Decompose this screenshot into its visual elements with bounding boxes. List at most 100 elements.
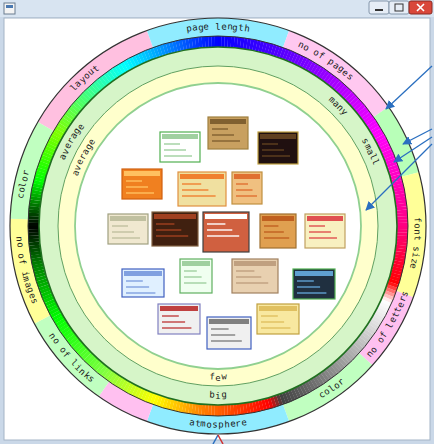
leader-line [403,129,432,144]
thumbnail-line [164,155,192,157]
leader-line [386,66,432,109]
page-thumbnail [180,259,212,293]
thumbnail-line [126,192,154,194]
thumbnail-frame [178,172,226,206]
thumbnail-frame [180,259,212,293]
label-char: b [209,391,215,400]
page-thumbnail [305,214,345,248]
color-ring [211,36,215,47]
label-char: o [206,420,212,429]
label-char: l [215,23,220,32]
label-char: e [408,263,418,270]
thumbnail-frame [305,214,345,248]
thumbnail-line [112,237,140,239]
label-char [209,23,215,32]
thumbnail-line [236,183,248,185]
page-thumbnail [158,304,200,334]
thumbnail-header [110,216,146,221]
thumbnail-line [236,270,254,272]
page-thumbnail [108,214,148,244]
thumbnails [108,117,345,349]
page-thumbnail [260,214,296,248]
thumbnail-line [211,328,229,330]
color-ring [397,226,408,229]
thumbnail-header [295,271,333,276]
label-char: n [227,23,233,32]
title-bar [0,0,434,17]
close-button [409,1,432,14]
maximize-glyph [395,4,403,11]
label-char: g [221,391,227,400]
thumbnail-frame [122,269,164,297]
rings [10,18,426,434]
thumbnail-frame [293,269,335,299]
color-ring [28,229,39,233]
thumbnail-header [307,216,343,221]
thumbnail-line [236,282,268,284]
thumbnail-frame [258,132,298,164]
thumbnail-line [207,235,239,237]
pointer [218,435,223,444]
thumbnail-line [156,223,174,225]
thumbnail-line [236,189,253,191]
thumbnail-header [210,119,246,124]
thumbnail-header [154,214,196,219]
label-char: p [186,24,193,34]
thumbnail-frame [108,214,148,244]
scale-band [39,47,397,405]
thumbnail-line [262,149,284,151]
thumbnail-line [211,340,242,342]
label-char: o [15,242,24,248]
color-ring [397,229,408,233]
thumbnail-header [124,271,162,276]
thumbnail-line [264,237,289,239]
thumbnail-frame [232,172,262,204]
thumbnail-line [162,315,179,317]
label-char: r [235,419,241,429]
ring-outline [58,66,378,386]
thumbnail-line [212,140,240,142]
thumbnail-line [261,321,284,323]
color-ring [28,226,39,229]
thumbnail-line [184,270,197,272]
color-ring [218,36,221,47]
page-thumbnail [257,304,299,334]
label-char: m [200,420,206,429]
label-char: c [16,193,26,200]
thumbnail-line [262,143,278,145]
thumbnail-line [156,229,181,231]
color-ring [221,36,225,47]
thumbnail-line [262,155,290,157]
color-ring [397,219,408,223]
label-char: g [197,23,203,32]
page-thumbnail [203,212,249,252]
ring-outline [28,36,408,416]
color-ring [28,219,39,223]
thumbnail-header [182,261,210,266]
thumbnail-line [297,292,326,294]
thumbnail-line [164,149,186,151]
thumbnail-line [126,186,148,188]
label-char: h [224,420,230,429]
page-thumbnail [208,117,248,149]
thumbnail-line [297,280,314,282]
thumbnail-frame [207,317,251,349]
thumbnail-frame [257,304,299,334]
thumbnail-line [261,327,290,329]
color-ring [397,223,408,226]
thumbnail-line [261,315,278,317]
thumbnail-frame [158,304,200,334]
thumbnail-line [236,195,257,197]
label-char: h [244,24,251,34]
label-char: l [370,158,380,166]
thumbnail-header [160,306,198,311]
thumbnail-header [205,214,247,219]
thumbnail-line [184,282,206,284]
thumbnail-line [309,225,325,227]
color-ring [218,405,221,416]
thumbnail-header [124,171,160,176]
thumbnail-line [182,183,201,185]
minimize-button [369,1,389,14]
window-icon [4,3,15,14]
thumbnail-line [162,321,185,323]
